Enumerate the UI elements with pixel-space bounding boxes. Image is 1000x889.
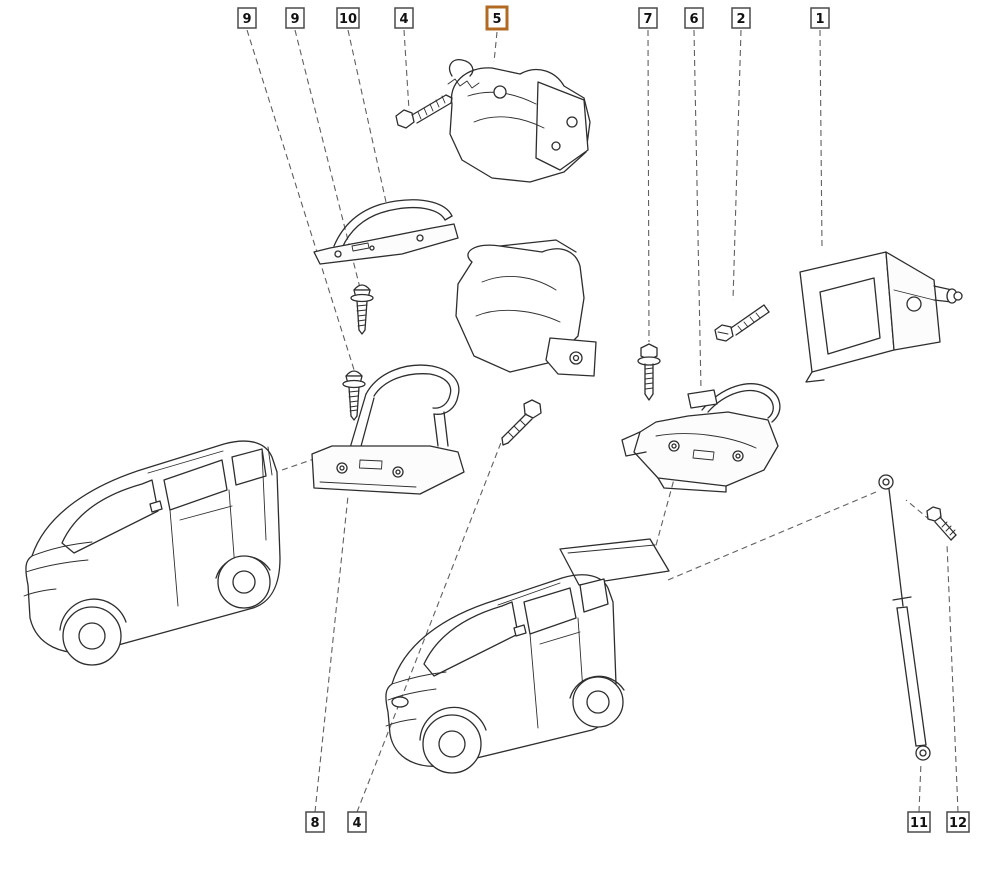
part-bracket-lower bbox=[311, 364, 465, 495]
callout-row-top: 9 9 10 4 5 7 6 2 bbox=[237, 5, 830, 31]
van-drawing-left bbox=[23, 440, 281, 666]
callout-5-highlighted: 5 bbox=[485, 5, 509, 31]
callout-8: 8 bbox=[305, 811, 325, 833]
part-lock-cover bbox=[455, 239, 597, 377]
svg-text:2: 2 bbox=[736, 12, 745, 27]
callout-6: 6 bbox=[684, 7, 704, 29]
callout-12: 12 bbox=[946, 811, 970, 833]
callout-9a: 9 bbox=[237, 7, 257, 29]
callout-4a: 4 bbox=[394, 7, 414, 29]
part-screw-4-center bbox=[501, 399, 542, 446]
callout-2: 2 bbox=[731, 7, 751, 29]
svg-text:4: 4 bbox=[399, 12, 408, 27]
callout-10: 10 bbox=[336, 7, 360, 29]
part-bracket-upper bbox=[313, 199, 459, 265]
leader-lines bbox=[246, 29, 959, 813]
part-screw-9-upper bbox=[350, 284, 374, 335]
svg-text:7: 7 bbox=[643, 12, 652, 27]
svg-text:11: 11 bbox=[910, 816, 928, 831]
svg-text:10: 10 bbox=[339, 12, 357, 27]
svg-text:12: 12 bbox=[949, 816, 967, 831]
svg-text:4: 4 bbox=[352, 816, 361, 831]
svg-text:6: 6 bbox=[689, 12, 698, 27]
svg-text:9: 9 bbox=[242, 12, 251, 27]
part-screw-9-lower bbox=[342, 370, 366, 421]
svg-text:9: 9 bbox=[290, 12, 299, 27]
callout-11: 11 bbox=[907, 811, 931, 833]
part-bracket-6 bbox=[621, 383, 781, 493]
callout-4b: 4 bbox=[347, 811, 367, 833]
part-latch-assembly bbox=[447, 59, 591, 183]
svg-text:1: 1 bbox=[815, 12, 824, 27]
part-bolt-2 bbox=[714, 304, 770, 342]
part-screw-7 bbox=[637, 343, 661, 401]
callout-9b: 9 bbox=[285, 7, 305, 29]
part-bolt-12 bbox=[926, 506, 957, 541]
svg-text:5: 5 bbox=[492, 12, 501, 27]
part-lock-housing-1 bbox=[799, 251, 963, 383]
part-screw-4-top bbox=[395, 94, 453, 129]
svg-text:8: 8 bbox=[310, 816, 319, 831]
callout-7: 7 bbox=[638, 7, 658, 29]
van-drawing-center bbox=[385, 538, 670, 774]
callout-row-bottom: 8 4 11 12 bbox=[305, 811, 970, 833]
callout-1: 1 bbox=[810, 7, 830, 29]
part-gas-strut bbox=[878, 474, 931, 761]
